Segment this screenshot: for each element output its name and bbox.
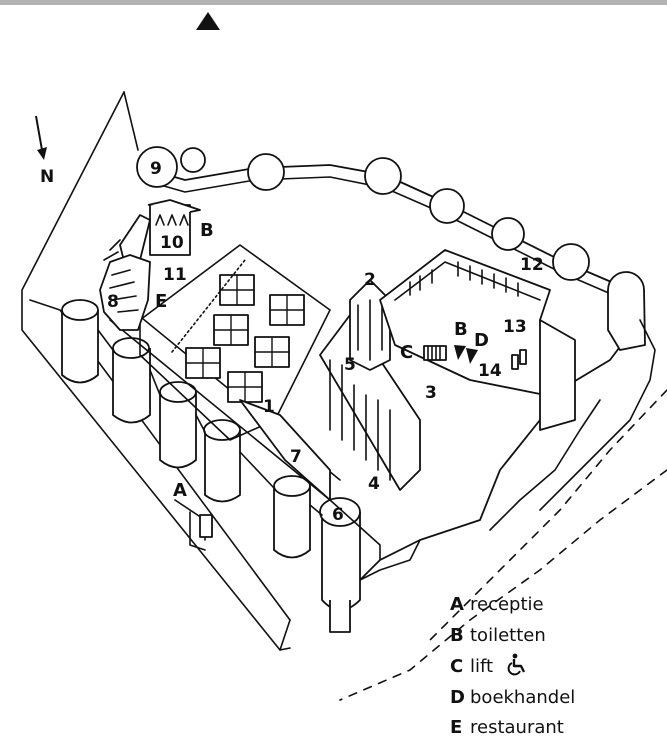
label-9: 9 [150, 159, 162, 179]
entrance-arrow-icon [466, 348, 478, 364]
label-8: 8 [107, 292, 119, 312]
label-14: 14 [478, 361, 502, 381]
label-E: E [155, 291, 167, 312]
label-7: 7 [290, 447, 302, 467]
label-2: 2 [364, 270, 376, 290]
north-label: N [40, 167, 54, 187]
label-13: 13 [503, 317, 527, 337]
label-C: C [400, 342, 413, 363]
lift-stairs [423, 345, 447, 361]
legend: A receptie B toiletten C lift D boekhand… [450, 594, 575, 738]
building-10 [103, 199, 201, 266]
label-1: 1 [263, 397, 275, 417]
legend-key-C: C [450, 656, 463, 677]
legend-text-B: toiletten [470, 625, 546, 646]
legend-item-C: C lift [450, 653, 526, 677]
legend-item-D: D boekhandel [450, 687, 575, 708]
legend-key-A: A [450, 594, 464, 615]
restaurant-building [99, 254, 151, 331]
label-B-north: B [200, 220, 214, 241]
wheelchair-icon [507, 653, 526, 676]
legend-key-B: B [450, 625, 464, 646]
legend-key-E: E [450, 717, 462, 738]
label-B-keep: B [454, 319, 468, 340]
legend-item-B: B toiletten [450, 625, 546, 646]
legend-text-A: receptie [470, 594, 544, 615]
triangle-up-icon[interactable] [196, 12, 220, 30]
legend-text-C: lift [470, 656, 493, 677]
north-arrow-icon [35, 115, 47, 160]
label-11: 11 [163, 265, 187, 285]
label-12: 12 [520, 255, 544, 275]
top-bar [0, 0, 667, 5]
garden-beds [185, 274, 305, 403]
label-3: 3 [425, 383, 437, 403]
legend-text-D: boekhandel [470, 687, 575, 708]
legend-item-A: A receptie [450, 594, 544, 615]
legend-text-E: restaurant [470, 717, 564, 738]
label-5: 5 [344, 355, 356, 375]
legend-item-E: E restaurant [450, 717, 564, 738]
label-10: 10 [160, 233, 184, 253]
label-A: A [173, 480, 187, 501]
entrance-arrow-icon [454, 345, 466, 360]
label-4: 4 [368, 474, 380, 494]
label-D: D [474, 330, 489, 351]
legend-key-D: D [450, 687, 465, 708]
label-6: 6 [332, 505, 344, 525]
keep [379, 249, 576, 431]
